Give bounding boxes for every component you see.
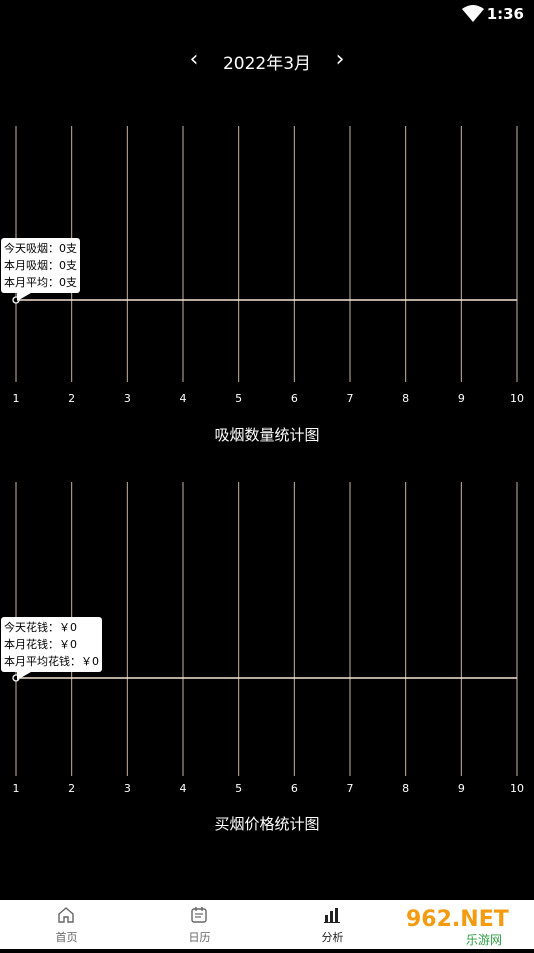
status-bar: 1:36: [0, 0, 534, 30]
x-tick-label: 3: [124, 392, 131, 405]
x-tick-label: 9: [458, 782, 465, 795]
smoking-count-plot: 1 2 3 4 5 6 7 8 9 10: [12, 126, 524, 405]
spending-chart: 1 2 3 4 5 6 7 8 9 10 今天花钱：￥0 本月花钱：￥0 本月平均花钱：￥0 买烟…: [0, 476, 534, 836]
wifi-icon: [462, 5, 484, 22]
x-tick-label: 2: [68, 392, 75, 405]
x-tick-label: 4: [180, 392, 187, 405]
chart-title: 买烟价格统计图: [214, 815, 320, 833]
chart-title: 吸烟数量统计图: [214, 426, 320, 444]
x-tick-label: 1: [13, 782, 20, 795]
x-tick-label: 8: [402, 782, 409, 795]
tooltip-line-today: 今天吸烟：0支: [4, 242, 77, 255]
x-tick-label: 10: [510, 392, 524, 405]
x-tick-label: 6: [291, 392, 298, 405]
x-tick-label: 5: [235, 392, 242, 405]
x-tick-label: 7: [347, 782, 354, 795]
home-icon: [58, 907, 74, 923]
calendar-icon: [191, 907, 207, 923]
tab-home[interactable]: 首页: [0, 900, 133, 949]
tab-label: 分析: [321, 931, 344, 944]
watermark-subtext: 乐游网: [466, 933, 502, 947]
x-tick-label: 10: [510, 782, 524, 795]
chevron-right-icon[interactable]: ›: [335, 47, 345, 72]
tooltip-line-month: 本月花钱：￥0: [4, 638, 77, 651]
x-tick-label: 7: [347, 392, 354, 405]
x-tick-label: 2: [68, 782, 75, 795]
bar-chart-icon: [324, 908, 340, 923]
tab-label: 日历: [188, 931, 211, 944]
smoking-count-tooltip: 今天吸烟：0支 本月吸烟：0支 本月平均：0支: [1, 238, 80, 301]
x-tick-label: 4: [180, 782, 187, 795]
x-tick-label: 6: [291, 782, 298, 795]
tab-label: 首页: [55, 931, 78, 944]
spending-tooltip: 今天花钱：￥0 本月花钱：￥0 本月平均花钱：￥0: [1, 617, 102, 680]
tooltip-line-month: 本月吸烟：0支: [4, 259, 77, 272]
tab-analysis[interactable]: 分析: [266, 900, 399, 949]
x-tick-label: 8: [402, 392, 409, 405]
status-time: 1:36: [486, 5, 524, 23]
smoking-count-chart: 1 2 3 4 5 6 7 8 9 10 今天吸烟：0支 本月吸烟：0支 本月平均：0支 吸烟数量…: [0, 120, 534, 450]
x-tick-label: 9: [458, 392, 465, 405]
x-tick-label: 3: [124, 782, 131, 795]
spending-plot: 1 2 3 4 5 6 7 8 9 10: [12, 482, 524, 795]
tab-calendar[interactable]: 日历: [133, 900, 266, 949]
month-label: 2022年3月: [222, 54, 312, 74]
watermark-text: 962.NET: [406, 907, 509, 932]
x-tick-label: 1: [13, 392, 20, 405]
x-tick-label: 5: [235, 782, 242, 795]
month-navigator: ‹ 2022年3月 ›: [0, 46, 534, 76]
site-watermark: 962.NET 乐游网: [396, 900, 534, 949]
chevron-left-icon[interactable]: ‹: [189, 47, 199, 72]
watermark-logo: 962.NET 乐游网: [406, 907, 509, 947]
tooltip-line-today: 今天花钱：￥0: [4, 621, 77, 634]
tooltip-line-average: 本月平均：0支: [4, 276, 77, 289]
tooltip-line-average: 本月平均花钱：￥0: [4, 655, 99, 668]
